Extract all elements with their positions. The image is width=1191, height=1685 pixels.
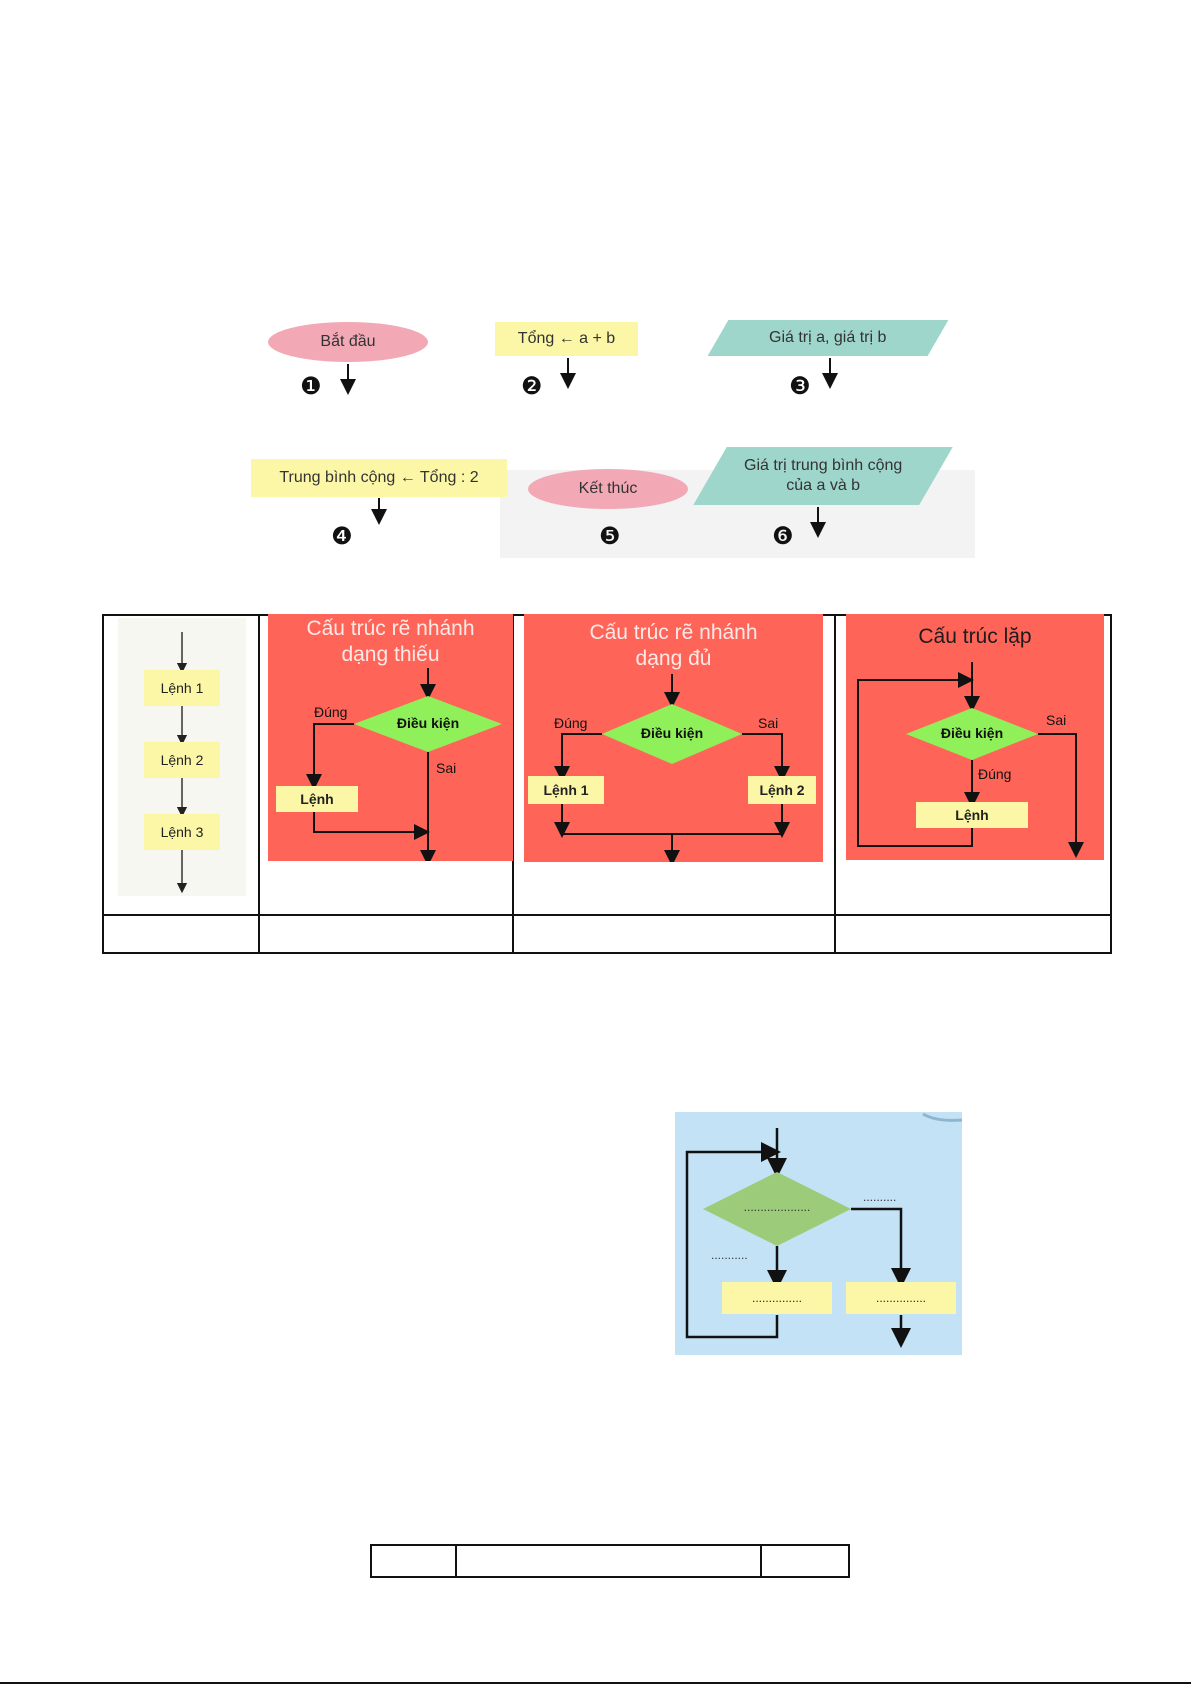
loop-title: Cấu trúc lặp (918, 625, 1032, 648)
sequence-diagram: Lệnh 1 Lệnh 2 Lệnh 3 (118, 618, 246, 896)
loop-diagram: Cấu trúc lặp Điều kiện Đúng Sai Lệnh (846, 614, 1104, 860)
loop-cmd: Lệnh (955, 807, 989, 823)
end-label: Kết thúc (578, 480, 638, 497)
blank-loop-shapes (685, 1112, 962, 1348)
blank-condition[interactable]: .................... (743, 1200, 811, 1214)
sequence-caption-cell (101, 914, 261, 954)
step-number-3: ❸ (789, 372, 811, 400)
branch-complete-title-line1: Cấu trúc rẽ nhánh (589, 621, 758, 644)
blank-false-label[interactable]: .......... (863, 1190, 897, 1204)
branch-complete-shapes (554, 674, 790, 862)
blank-loop-diagram: .................... .......... ........… (675, 1112, 962, 1355)
branch-incomplete-true: Đúng (314, 704, 348, 720)
branch-complete-cmd1: Lệnh 1 (543, 782, 589, 798)
loop-caption-cell (834, 914, 1112, 954)
sequence-cmd3-box: Lệnh 3 (144, 814, 220, 850)
branch-complete-true: Đúng (554, 715, 588, 731)
loop-cmd-box: Lệnh (916, 802, 1028, 828)
step-number-2: ❷ (521, 372, 543, 400)
branch-complete-false: Sai (758, 715, 779, 731)
step-arrows (340, 358, 838, 538)
branch-incomplete-caption-cell (258, 914, 515, 954)
footer-cell-2 (455, 1544, 762, 1578)
footer-table (369, 1544, 851, 1578)
blank-cmd-right: ............... (875, 1291, 926, 1305)
average-label: Trung bình cộng ← Tổng : 2 (279, 469, 479, 486)
start-ellipse: Bắt đầu (268, 322, 428, 362)
sum-process-box: Tổng ← a + b (495, 322, 638, 356)
branch-incomplete-cmd-box: Lệnh (276, 786, 358, 812)
step-number-6: ❻ (772, 522, 794, 550)
step-number-5: ❺ (599, 522, 621, 550)
start-label: Bắt đầu (320, 333, 376, 350)
loop-condition: Điều kiện (940, 725, 1004, 741)
sequence-cmd2-box: Lệnh 2 (144, 742, 220, 778)
footer-cell-1 (369, 1544, 458, 1578)
sequence-arrows (176, 632, 188, 894)
step-number-4: ❹ (331, 522, 353, 550)
blank-cmd-left-box[interactable]: ............... (722, 1282, 832, 1314)
blank-true-label[interactable]: ........... (711, 1248, 748, 1262)
branch-complete-cmd1-box: Lệnh 1 (528, 776, 604, 804)
sequence-cmd1-label: Lệnh 1 (160, 680, 204, 696)
end-ellipse: Kết thúc (528, 469, 688, 509)
branch-complete-cmd2: Lệnh 2 (759, 782, 805, 798)
blank-cmd-right-box[interactable]: ............... (846, 1282, 956, 1314)
blank-cmd-left: ............... (751, 1291, 802, 1305)
branch-incomplete-diagram: Cấu trúc rẽ nhánh dạng thiếu Điều kiện Đ… (268, 614, 513, 861)
loop-true: Đúng (978, 766, 1012, 782)
branch-incomplete-title-line2: dạng thiếu (341, 643, 440, 666)
sum-label: Tổng ← a + b (517, 330, 616, 347)
branch-complete-title-line2: dạng đủ (635, 647, 712, 670)
branch-complete-cmd2-box: Lệnh 2 (748, 776, 816, 804)
average-process-box: Trung bình cộng ← Tổng : 2 (251, 459, 507, 497)
page-bottom-rule (0, 1682, 1191, 1684)
branch-incomplete-title-line1: Cấu trúc rẽ nhánh (306, 617, 475, 640)
sequence-cmd2-label: Lệnh 2 (160, 752, 204, 768)
branch-complete-condition: Điều kiện (640, 725, 704, 741)
branch-incomplete-false: Sai (436, 760, 457, 776)
branch-incomplete-shapes (306, 668, 502, 861)
footer-cell-3 (759, 1544, 851, 1578)
sequence-cmd1-box: Lệnh 1 (144, 670, 220, 706)
step-number-1: ❶ (300, 372, 322, 400)
sequence-cmd3-label: Lệnh 3 (160, 824, 204, 840)
branch-complete-diagram: Cấu trúc rẽ nhánh dạng đủ Điều kiện Đúng… (524, 614, 823, 862)
loop-shapes (857, 662, 1084, 858)
branch-complete-caption-cell (512, 914, 837, 954)
branch-incomplete-cmd: Lệnh (300, 791, 334, 807)
loop-false: Sai (1046, 712, 1067, 728)
branch-incomplete-condition: Điều kiện (396, 715, 460, 731)
